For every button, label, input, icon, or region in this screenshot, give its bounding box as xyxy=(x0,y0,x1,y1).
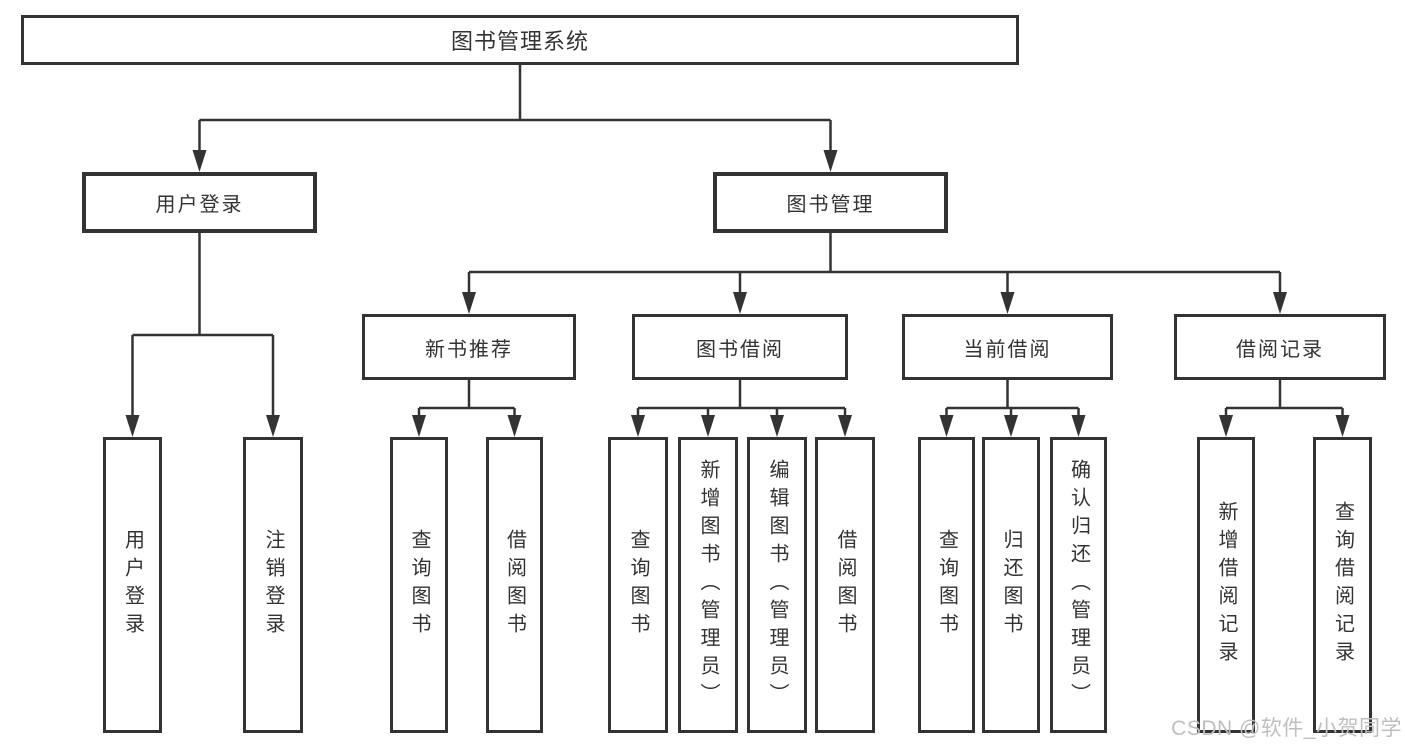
leaf-add-borrow-record: 新增借阅记录 xyxy=(1197,437,1255,733)
leaf-user-login: 用户登录 xyxy=(103,437,162,733)
leaf-query-books-current-label: 查询图书 xyxy=(935,529,958,641)
leaf-query-books-recommend: 查询图书 xyxy=(390,437,448,733)
node-current-borrow: 当前借阅 xyxy=(902,314,1113,380)
node-current-borrow-label: 当前借阅 xyxy=(963,338,1052,361)
node-new-book-recommend: 新书推荐 xyxy=(362,314,576,380)
leaf-add-borrow-record-label: 新增借阅记录 xyxy=(1215,501,1237,669)
node-new-book-recommend-label: 新书推荐 xyxy=(425,338,513,361)
leaf-edit-books-admin-label: 编辑图书（管理员） xyxy=(766,459,788,711)
leaf-add-books-admin-label: 新增图书（管理员） xyxy=(697,459,719,711)
leaf-borrow-books-borrow-label: 借阅图书 xyxy=(834,529,856,641)
edge-user-login-to-leaves xyxy=(131,233,275,418)
leaf-query-borrow-record-label: 查询借阅记录 xyxy=(1331,501,1354,669)
leaf-add-books-admin: 新增图书（管理员） xyxy=(678,437,738,733)
leaf-confirm-return-admin: 确认归还（管理员） xyxy=(1050,437,1107,733)
leaf-return-books-label: 归还图书 xyxy=(1000,529,1022,641)
leaf-logout: 注销登录 xyxy=(243,437,303,733)
leaf-confirm-return-admin-label: 确认归还（管理员） xyxy=(1067,459,1090,711)
edge-current-borrow-to-leaves xyxy=(945,380,1080,418)
leaf-borrow-books-borrow: 借阅图书 xyxy=(815,437,875,733)
node-book-borrow: 图书借阅 xyxy=(632,314,848,380)
leaf-query-books-borrow-label: 查询图书 xyxy=(627,529,649,641)
node-book-management: 图书管理 xyxy=(713,172,948,233)
leaf-borrow-books-recommend-label: 借阅图书 xyxy=(503,529,526,641)
leaf-logout-label: 注销登录 xyxy=(262,529,284,641)
node-user-login: 用户登录 xyxy=(82,172,317,233)
leaf-borrow-books-recommend: 借阅图书 xyxy=(486,437,543,733)
node-user-login-label: 用户登录 xyxy=(155,194,244,216)
edge-new-book-rec-to-leaves xyxy=(417,380,516,418)
edge-book-mgmt-to-level3 xyxy=(467,233,1282,295)
leaf-query-books-recommend-label: 查询图书 xyxy=(408,529,430,641)
leaf-query-books-borrow: 查询图书 xyxy=(608,437,668,733)
edge-borrow-records-to-leaves xyxy=(1224,380,1344,418)
node-library-management-system-label: 图书管理系统 xyxy=(450,29,589,54)
edge-book-borrow-to-leaves xyxy=(636,380,847,418)
leaf-query-books-current: 查询图书 xyxy=(918,437,975,733)
node-borrow-records-label: 借阅记录 xyxy=(1236,338,1324,361)
leaf-query-borrow-record: 查询借阅记录 xyxy=(1313,437,1372,733)
node-library-management-system: 图书管理系统 xyxy=(21,15,1019,65)
node-borrow-records: 借阅记录 xyxy=(1174,314,1386,380)
node-book-borrow-label: 图书借阅 xyxy=(696,338,784,361)
node-book-management-label: 图书管理 xyxy=(786,194,875,216)
leaf-user-login-label: 用户登录 xyxy=(121,529,144,641)
leaf-edit-books-admin: 编辑图书（管理员） xyxy=(747,437,807,733)
leaf-return-books: 归还图书 xyxy=(982,437,1040,733)
edge-root-to-level2 xyxy=(198,65,832,153)
